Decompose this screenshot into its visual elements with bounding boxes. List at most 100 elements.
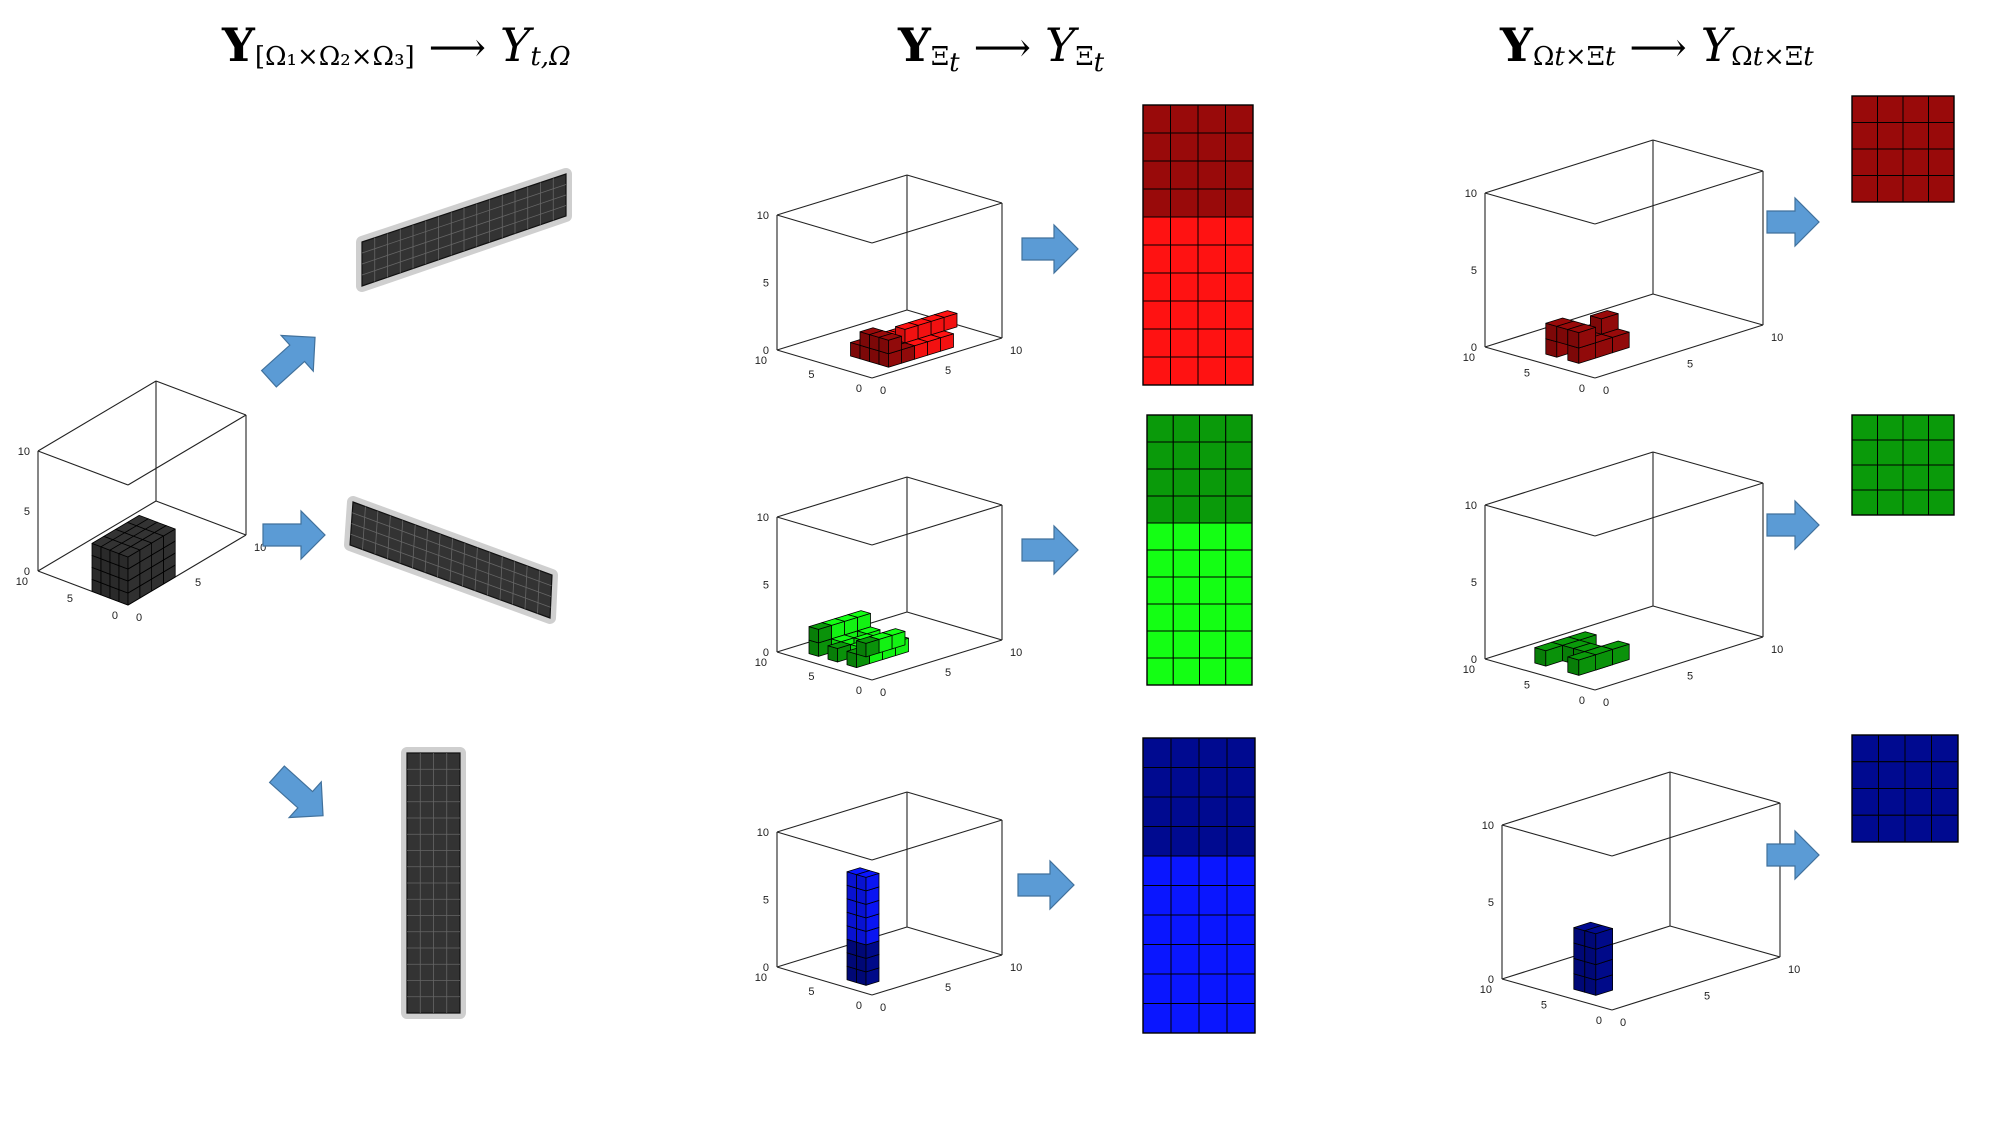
grid-cell (1142, 855, 1172, 886)
grid-cell (1851, 414, 1878, 441)
heading-col3-rhs: Y (1700, 18, 1732, 72)
grid-cell (1877, 439, 1904, 466)
arrow-shape (268, 765, 324, 819)
grid-cell (1226, 855, 1256, 886)
grid-cell (1878, 734, 1906, 763)
left-tick-label: 5 (1524, 680, 1530, 692)
axis-edge (776, 349, 873, 379)
strip-line (361, 194, 567, 265)
z-tick-label: 0 (763, 345, 769, 357)
grid-cell (1142, 104, 1171, 134)
left-tick-label: 10 (1463, 352, 1475, 364)
grid-cell (1225, 495, 1253, 524)
grid-cell (1199, 414, 1227, 443)
right-tick-label: 5 (1687, 671, 1693, 683)
axis-edge (1484, 451, 1654, 506)
axis-edge (37, 450, 129, 486)
grid-cell (1225, 576, 1253, 605)
z-tick-label: 5 (24, 506, 30, 518)
grid-cell (1170, 188, 1199, 218)
grid-cell (1225, 603, 1253, 632)
axis-edge (37, 500, 157, 572)
grid-cell (1172, 468, 1200, 497)
z-tick-label: 0 (24, 566, 30, 578)
grid-cell (1198, 1003, 1228, 1034)
axis-edge (906, 791, 1003, 821)
grid-cell (1928, 175, 1955, 203)
grid-cell (1904, 788, 1932, 816)
grid-cell (1142, 216, 1171, 246)
grid-cell (1170, 737, 1200, 768)
grid-cell (1931, 734, 1959, 763)
grid-cell (1197, 132, 1226, 162)
grid-cell (1197, 104, 1226, 134)
left-tick-label: 0 (1579, 695, 1585, 707)
z-tick-label: 10 (757, 210, 769, 222)
grid-cell (1198, 767, 1228, 798)
grid-cell (1225, 356, 1254, 386)
grid-cell (1170, 328, 1199, 358)
red-sub-voxels (1545, 310, 1630, 364)
right-tick-label: 5 (945, 365, 951, 377)
grid-cell (1877, 122, 1904, 150)
heading-col1-rhs-sub: t,Ω (530, 42, 571, 73)
grid-cell (1931, 788, 1959, 816)
right-tick-label: 5 (1704, 991, 1710, 1003)
heading-col3: YΩt×Ξt⟶YΩt×Ξt (1500, 18, 1814, 72)
voxel-face (1567, 323, 1596, 334)
right-tick-label: 0 (1603, 385, 1609, 397)
grid-border (1851, 414, 1955, 516)
right-tick-label: 5 (945, 667, 951, 679)
grid-cell (1877, 414, 1904, 441)
axis-edge (871, 819, 1003, 861)
grid-cell (1170, 944, 1200, 975)
voxel-face (895, 322, 919, 330)
grid-cell (1225, 188, 1254, 218)
grid-cell (1146, 576, 1174, 605)
voxel-face (1590, 310, 1619, 320)
grid-cell (1198, 914, 1228, 945)
grid-cell (1142, 914, 1172, 945)
grid-cell (1170, 796, 1200, 827)
grid-cell (1225, 414, 1253, 443)
z-tick-label: 10 (1465, 188, 1477, 200)
grid-cell (1142, 356, 1171, 386)
axis-edge (1594, 170, 1764, 225)
grid-cell (1170, 826, 1200, 857)
grid-cell (1197, 244, 1226, 274)
grid-cell (1226, 796, 1256, 827)
heading-col2-rhs-sub: Ξ (1075, 42, 1094, 73)
arrow-shape (262, 509, 326, 561)
grid-cell (1851, 439, 1878, 466)
right-tick-label: 10 (1788, 964, 1800, 976)
grid-cell (1851, 734, 1879, 763)
axis-edge (776, 831, 873, 861)
grid-cell (1225, 328, 1254, 358)
axis-edge (155, 380, 247, 416)
grid-cell (1902, 122, 1929, 150)
grid-cell (1172, 549, 1200, 578)
axis-edge (1594, 636, 1764, 691)
grid-cell (1146, 414, 1174, 443)
grid-border (1142, 737, 1256, 1034)
grid-cell (1170, 767, 1200, 798)
left-tick-label: 5 (67, 593, 73, 605)
grid-cell (1170, 300, 1199, 330)
strip-line (361, 205, 567, 276)
grid-cell (1172, 576, 1200, 605)
axis-edge (871, 639, 1003, 681)
axis-edge (776, 516, 873, 546)
heading-col3-lhs-sub-t2: t (1604, 42, 1616, 73)
grid-cell (1142, 300, 1171, 330)
z-tick-label: 0 (1471, 342, 1477, 354)
right-tick-label: 0 (1620, 1017, 1626, 1029)
grid-cell (1931, 761, 1959, 789)
axis-edge (1652, 605, 1764, 638)
grid-cell (1851, 814, 1879, 843)
grid-cell (1928, 148, 1955, 176)
z-tick-label: 0 (1488, 974, 1494, 986)
axis-edge (906, 926, 1003, 956)
